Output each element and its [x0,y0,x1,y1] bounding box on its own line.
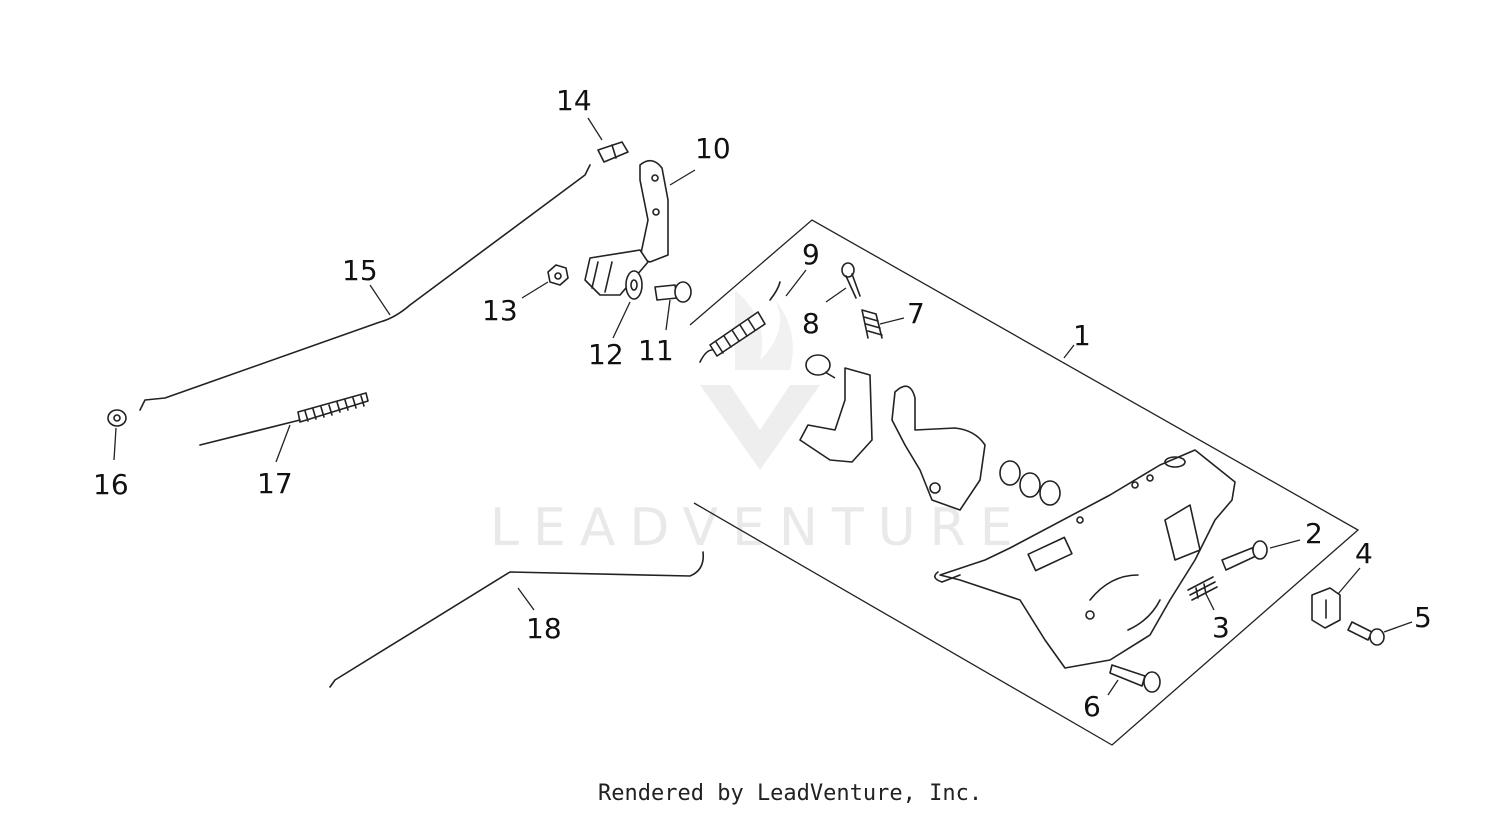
part-12-washer-icon [625,270,643,300]
callout-4: 4 [1355,537,1373,570]
callout-11: 11 [638,334,674,367]
part-3-spring-icon [1187,576,1218,601]
callout-3: 3 [1212,611,1230,644]
assembly-outline [689,219,1360,746]
part-5-screw-icon [1347,621,1385,646]
part-18-rod [329,551,705,688]
callout-15: 15 [342,254,378,287]
part-8-bolt-icon [841,262,861,299]
callout-16: 16 [93,468,129,501]
watermark-logo-icon [700,290,820,470]
part-17-spring-icon [199,392,369,446]
part-14-clip-icon [597,141,629,163]
callout-1: 1 [1073,319,1091,352]
callout-10: 10 [695,132,731,165]
callout-9: 9 [802,238,820,271]
leader-lines [113,117,1413,696]
callout-13: 13 [482,294,518,327]
part-7-spring-icon [861,309,883,339]
callout-8: 8 [802,307,820,340]
part-11-bolt-icon [654,281,692,303]
footer-credit: Rendered by LeadVenture, Inc. [598,781,982,806]
part-1-control-plate-icon [934,449,1236,669]
callout-17: 17 [257,467,293,500]
part-9-spring-icon [699,281,781,363]
governor-linkage-parts [799,354,1061,511]
part-13-nut-icon [547,264,569,286]
part-16-nut-icon [107,409,127,427]
callout-14: 14 [556,84,592,117]
callout-12: 12 [588,338,624,371]
callout-2: 2 [1305,517,1323,550]
part-4-bracket-icon [1311,587,1341,629]
callout-labels: 1 2 3 4 5 6 7 8 9 10 11 12 13 14 15 16 1… [93,84,1432,723]
part-15-rod [139,164,591,411]
callout-18: 18 [526,612,562,645]
callout-5: 5 [1414,601,1432,634]
callout-7: 7 [907,297,925,330]
part-6-bolt-icon [1109,664,1161,693]
part-2-bolt-icon [1221,540,1268,571]
callout-6: 6 [1083,690,1101,723]
part-10-lever-icon [584,159,669,296]
watermark-text: LEADVENTURE [490,498,1027,558]
